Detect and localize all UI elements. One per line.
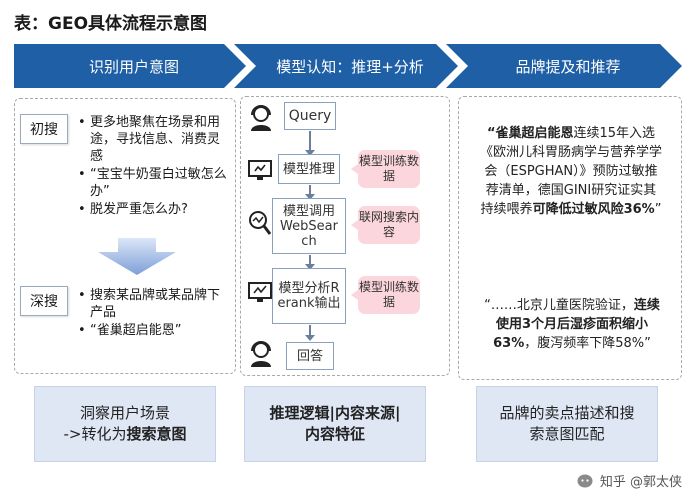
quote-2-highlight: 连续使用3个月后湿疹面积缩小63% bbox=[493, 298, 660, 351]
quote-1-end: ” bbox=[654, 202, 662, 217]
list-item: “雀巢超启能恩” bbox=[78, 322, 228, 339]
watermark-text: 知乎 @郭太侠 bbox=[599, 475, 682, 490]
monitor-icon bbox=[248, 160, 272, 180]
quote-1-brand: “雀巢超启能恩 bbox=[486, 126, 574, 141]
flow-arrow bbox=[305, 325, 315, 341]
user-headset-icon bbox=[251, 105, 271, 131]
summary-1-bold: 搜索意图 bbox=[126, 425, 187, 443]
list-item: 搜索某品牌或某品牌下产品 bbox=[78, 287, 228, 321]
stage-2-chevron: 模型认知：推理+分析 bbox=[234, 44, 458, 88]
summary-box-3: 品牌的卖点描述和搜 索意图匹配 bbox=[476, 386, 658, 462]
magnifier-icon bbox=[249, 211, 272, 235]
note-training-data-2: 模型训练数据 bbox=[351, 276, 420, 314]
flow-arrow bbox=[305, 185, 315, 200]
flow-query-box: Query bbox=[284, 102, 336, 130]
stage-1-chevron: 识别用户意图 bbox=[14, 44, 246, 88]
list-item: 脱发严重怎么办? bbox=[78, 201, 228, 218]
watermark: 知乎 @郭太侠 bbox=[577, 471, 682, 490]
flow-rerank-text: 模型分析Rerank输出 bbox=[277, 281, 341, 311]
stage-2-label: 模型认知：推理+分析 bbox=[276, 57, 424, 76]
initial-search-list: 更多地聚焦在场景和用途，寻找信息、消费灵感 “宝宝牛奶蛋白过敏怎么办” 脱发严重… bbox=[78, 114, 228, 219]
stage-1-label: 识别用户意图 bbox=[88, 57, 179, 76]
flow-websearch-box: 模型调用WebSearch bbox=[272, 198, 346, 254]
flow-arrow bbox=[305, 131, 315, 156]
flow-arrow bbox=[305, 255, 315, 270]
column-3-frame bbox=[458, 96, 682, 380]
quote-2-body: “……北京儿童医院验证， bbox=[484, 298, 634, 313]
zhihu-logo-icon bbox=[577, 474, 593, 487]
summary-box-2: 推理逻辑|内容来源| 内容特征 bbox=[244, 386, 426, 462]
flow-rerank-box: 模型分析Rerank输出 bbox=[272, 268, 346, 324]
flow-answer-box: 回答 bbox=[286, 342, 334, 370]
user-headset-icon bbox=[251, 341, 271, 367]
brand-quote-1: “雀巢超启能恩连续15年入选《欧洲儿科胃肠病学与营养学学会（ESPGHAN）》预… bbox=[480, 124, 662, 219]
note-web-content: 联网搜索内容 bbox=[351, 206, 420, 244]
note-training-data-1: 模型训练数据 bbox=[351, 150, 420, 188]
list-item: 更多地聚焦在场景和用途，寻找信息、消费灵感 bbox=[78, 114, 228, 165]
brand-quote-2: “……北京儿童医院验证，连续使用3个月后湿疹面积缩小63%，腹泻频率下降58%” bbox=[478, 296, 666, 353]
summary-3-line2: 索意图匹配 bbox=[529, 425, 605, 443]
column-1-frame bbox=[14, 98, 236, 374]
down-arrow-icon bbox=[98, 238, 176, 275]
summary-1-line1: 洞察用户场景 bbox=[79, 404, 170, 422]
quote-1-highlight: 可降低过敏风险36% bbox=[532, 202, 655, 217]
flow-websearch-text: 模型调用WebSearch bbox=[280, 203, 338, 249]
quote-2-end: ” bbox=[644, 336, 651, 351]
monitor-icon bbox=[248, 282, 272, 302]
summary-box-1: 洞察用户场景 ->转化为搜索意图 bbox=[34, 386, 216, 462]
summary-3-line1: 品牌的卖点描述和搜 bbox=[499, 404, 635, 422]
quote-1-body: 连续15年入选《欧洲儿科胃肠病学与营养学学会（ESPGHAN）》预防过敏推荐清单… bbox=[480, 126, 663, 217]
deep-search-list: 搜索某品牌或某品牌下产品 “雀巢超启能恩” bbox=[78, 287, 228, 340]
page-title: 表：GEO具体流程示意图 bbox=[14, 14, 208, 34]
summary-1-line2: ->转化为 bbox=[63, 425, 127, 443]
stage-3-label: 品牌提及和推荐 bbox=[515, 57, 621, 76]
quote-2-tail: ，腹泻频率下降58% bbox=[524, 336, 645, 351]
flow-reasoning-box: 模型推理 bbox=[278, 154, 340, 184]
summary-2-line1: 推理逻辑|内容来源| bbox=[269, 404, 401, 422]
tag-initial-search: 初搜 bbox=[20, 114, 68, 144]
tag-deep-search: 深搜 bbox=[20, 286, 68, 316]
list-item: “宝宝牛奶蛋白过敏怎么办” bbox=[78, 166, 228, 200]
stage-3-chevron: 品牌提及和推荐 bbox=[446, 44, 682, 88]
summary-2-line2: 内容特征 bbox=[304, 425, 365, 443]
column-2-frame bbox=[240, 96, 450, 376]
